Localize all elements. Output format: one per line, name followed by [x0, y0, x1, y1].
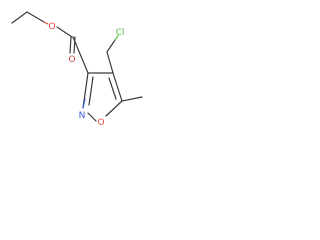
- atom-ring-oxygen: O: [97, 118, 104, 128]
- bond-o-carbonyl: [56, 26, 73, 38]
- bond-carbonyl-c3: [72, 36, 89, 74]
- bond-o1-n2: [87, 112, 97, 122]
- bond-c4-c5-inner: [108, 77, 117, 100]
- heteroatom-bond-segments: [43, 21, 119, 109]
- bond-ch2-o: [26, 11, 45, 23]
- bond-cl-colored: [114, 35, 119, 41]
- bond-c5-methyl: [121, 96, 143, 102]
- bond-n2-c3-colored: [82, 98, 86, 109]
- bond-c4-c5: [112, 72, 123, 102]
- bond-o-ch2-colored: [43, 21, 49, 25]
- bond-carbonyl-double-b: [73, 36, 76, 54]
- bond-n2-c3-inner: [88, 76, 94, 106]
- bond-c4-ch2: [106, 51, 114, 74]
- bond-ch3-ch2: [11, 11, 28, 24]
- atom-chlorine: Cl: [116, 28, 125, 38]
- bond-c5-o1: [105, 100, 123, 117]
- bond-ch2-cl: [106, 39, 116, 53]
- atom-ring-nitrogen: N: [79, 111, 86, 121]
- atom-ester-oxygen-double: O: [68, 55, 75, 65]
- chemical-structure: O O Cl N O: [11, 11, 143, 128]
- atom-ester-oxygen-single: O: [48, 22, 55, 32]
- bond-carbonyl-double-a: [69, 36, 72, 54]
